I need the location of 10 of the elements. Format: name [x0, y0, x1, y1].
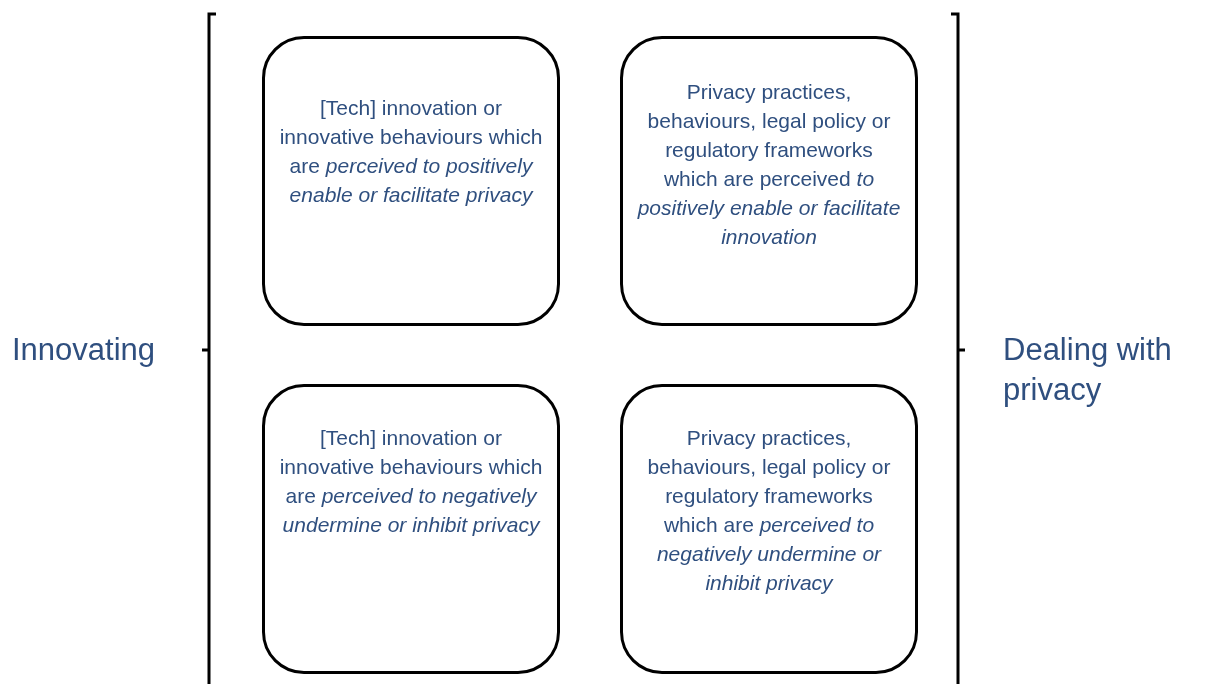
box-text: [Tech] innovation or innovative behaviours which are perceived to positively enable or facilitate privacy — [279, 95, 543, 208]
axis-label: Dealing with privacy — [1003, 331, 1173, 409]
rounded-box — [620, 36, 918, 326]
rounded-box — [262, 384, 560, 674]
box-text: Privacy practices, behaviours, legal policy or regulatory frameworks which are perceived to positively enable or facilitate innovation — [637, 79, 901, 250]
box-text: [Tech] innovation or innovative behaviours which are perceived to negatively undermine or inhibit privacy — [279, 425, 543, 538]
box-text: Privacy practices, behaviours, legal policy or regulatory frameworks which are perceived to negatively undermine or inhibit privacy — [646, 425, 892, 596]
rounded-box — [262, 36, 560, 326]
axis-label: Innovating — [12, 331, 157, 369]
rounded-box — [620, 384, 918, 674]
